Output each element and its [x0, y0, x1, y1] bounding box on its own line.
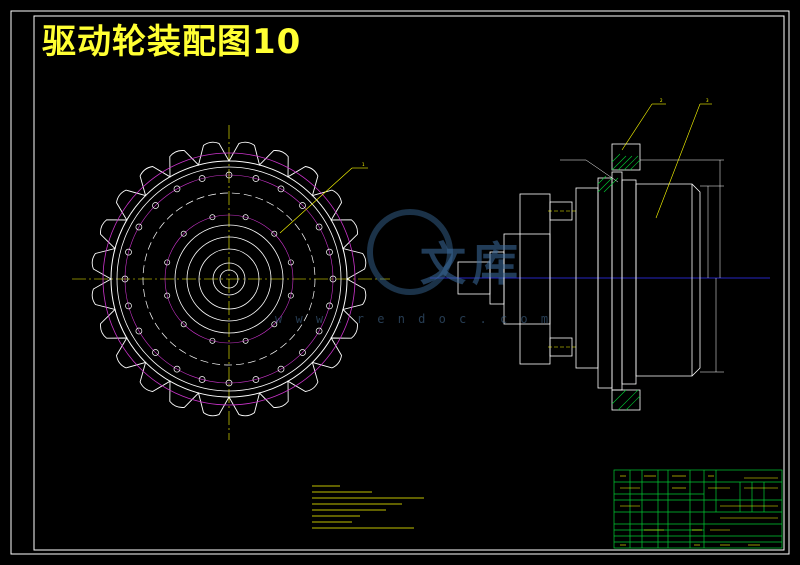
- section-callout-2: 2: [660, 98, 663, 103]
- bolt-hole: [242, 214, 249, 221]
- bolt-hole: [271, 230, 278, 237]
- sprocket-front-view: 1: [72, 125, 390, 440]
- housing-ring: [597, 177, 613, 389]
- assembly-section-view: [430, 103, 770, 411]
- inner-border: [33, 15, 785, 551]
- rim-inner: [116, 166, 342, 392]
- front-view-callout: 1: [362, 162, 365, 167]
- section-leader-3: [655, 103, 701, 219]
- front-view-leader: [279, 167, 353, 234]
- section-callout-3: 3: [706, 98, 709, 103]
- bolt-hole: [125, 302, 132, 310]
- bolt-hole: [152, 349, 159, 356]
- hatch-bottom: [611, 389, 641, 411]
- bolt-hole: [121, 275, 129, 283]
- title-block-frame: [613, 469, 783, 549]
- inner-bolt-circle: [164, 214, 294, 344]
- pitch-circle: [102, 152, 356, 406]
- bolt-hole: [329, 275, 337, 283]
- bolt-hole: [277, 185, 285, 193]
- bolt-hole: [287, 259, 294, 266]
- outer-bolt-circle: [124, 174, 334, 384]
- bolt-hole: [209, 337, 216, 344]
- bolt-hole: [252, 175, 260, 182]
- bolt-hole: [180, 321, 187, 328]
- bolt-hole: [164, 259, 171, 266]
- bolt-hole: [277, 365, 285, 373]
- bolt-hole: [198, 175, 206, 182]
- bolt-hole: [299, 349, 306, 356]
- hub-circle-3: [198, 248, 260, 310]
- bore-circle: [212, 262, 246, 296]
- bolt-hole: [152, 202, 159, 209]
- motor-flange: [519, 193, 551, 365]
- bolt-hole: [326, 302, 333, 310]
- bolt-hole: [180, 230, 187, 237]
- sprocket-section: [611, 171, 623, 391]
- technical-notes: [312, 485, 424, 529]
- watermark-ring: [367, 209, 453, 295]
- bolt-hole: [315, 223, 323, 231]
- bolt-hole: [287, 292, 294, 299]
- bolt-hole: [299, 202, 306, 209]
- bolt-hole: [242, 337, 249, 344]
- bolt-hole: [135, 223, 143, 231]
- bolt-hole: [225, 379, 233, 387]
- bolt-holes: [121, 171, 337, 387]
- section-leader-2: [621, 103, 653, 151]
- bolt-hole: [198, 376, 206, 383]
- hub-circle-1: [174, 224, 284, 334]
- hub-dashed-circle: [142, 192, 316, 366]
- title-block-marks: [620, 475, 778, 546]
- bolt-hole: [252, 376, 260, 383]
- hub-circle-2: [186, 236, 272, 322]
- shaft-circle: [219, 269, 239, 289]
- outer-border: [10, 10, 790, 555]
- watermark-logo: 文库: [420, 237, 524, 291]
- bolt-hole: [225, 171, 233, 179]
- bearing-block: [621, 179, 637, 385]
- bolt-hole: [164, 292, 171, 299]
- hatch-top: [597, 153, 641, 193]
- bolt-hole: [125, 248, 132, 256]
- watermark-url: w w w . r e n d o c . c o m: [275, 312, 552, 326]
- bolt-hole: [209, 214, 216, 221]
- bolt-hole: [173, 365, 181, 373]
- drawing-title: 驱动轮装配图10: [42, 22, 302, 62]
- bolt-hole: [271, 321, 278, 328]
- title-block: [613, 469, 783, 549]
- bolt-hole: [315, 327, 323, 335]
- drum-body: [635, 183, 701, 377]
- bolt-hole: [173, 185, 181, 193]
- bolt-hole: [326, 248, 333, 256]
- bolt-hole: [135, 327, 143, 335]
- fit-leader: [585, 159, 619, 183]
- outer-rim: [110, 160, 348, 398]
